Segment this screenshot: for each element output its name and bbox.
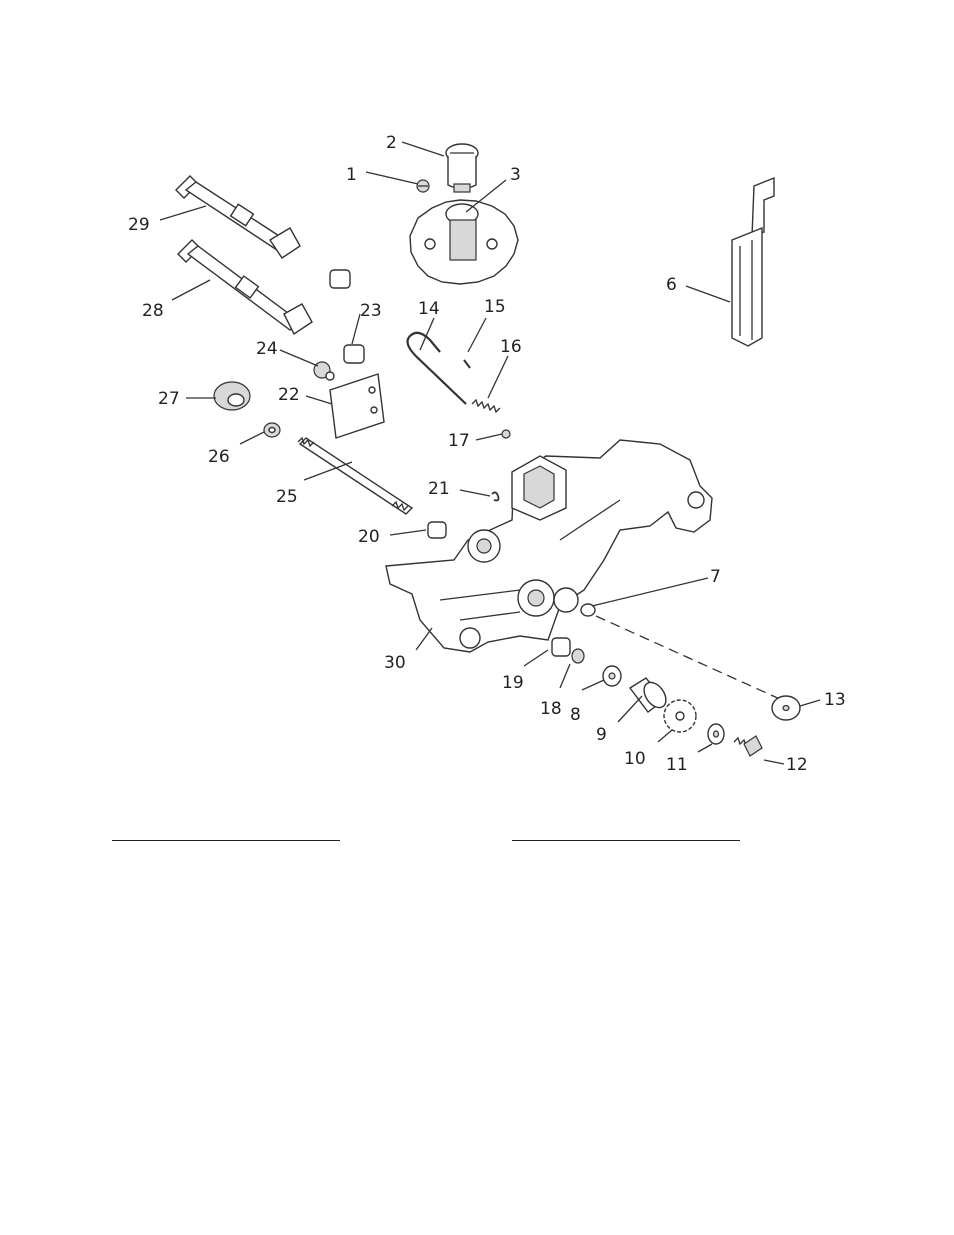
callout-11: 11 (666, 755, 688, 775)
callout-6: 6 (666, 275, 677, 295)
callout-2: 2 (386, 133, 397, 153)
part-18-bushing (572, 649, 584, 663)
part-30-housing (386, 440, 712, 652)
part-10-sprocket (664, 700, 696, 732)
blank-rule-right (512, 840, 740, 841)
callout-14: 14 (418, 299, 440, 319)
callout-21: 21 (428, 479, 450, 499)
callout-26: 26 (208, 447, 230, 467)
callout-27: 27 (158, 389, 180, 409)
part-14-hook (408, 333, 466, 404)
part-11-washer (708, 724, 724, 744)
part-22-plate (330, 374, 384, 438)
callout-28: 28 (142, 301, 164, 321)
callout-13: 13 (824, 690, 846, 710)
callout-3: 3 (510, 165, 521, 185)
part-2-plug (446, 144, 478, 192)
part-28-bolt (178, 240, 312, 334)
callout-29: 29 (128, 215, 150, 235)
callout-1: 1 (346, 165, 357, 185)
part-3-gear (410, 200, 518, 284)
callout-17: 17 (448, 431, 470, 451)
callout-30: 30 (384, 653, 406, 673)
part-9-spacer (630, 678, 670, 712)
callout-10: 10 (624, 749, 646, 769)
callout-12: 12 (786, 755, 808, 775)
part-24-gear (314, 362, 334, 380)
callout-8: 8 (570, 705, 581, 725)
part-21-clip (492, 492, 499, 500)
callout-18: 18 (540, 699, 562, 719)
part-1-screw (417, 180, 429, 192)
blank-rule-left (112, 840, 340, 841)
callout-24: 24 (256, 339, 278, 359)
callout-16: 16 (500, 337, 522, 357)
part-17-ball (502, 430, 510, 438)
part-27-bevel-gear (214, 382, 250, 410)
part-16-spring (472, 400, 500, 412)
part-12-bolt (734, 736, 762, 756)
callout-15: 15 (484, 297, 506, 317)
part-15-pin (464, 360, 470, 368)
part-8-washer (603, 666, 621, 686)
callout-7: 7 (710, 567, 721, 587)
part-26-washer (264, 423, 280, 437)
part-19-bushing (552, 638, 570, 656)
part-20-bushing (428, 522, 446, 538)
callout-23: 23 (360, 301, 382, 321)
callout-9: 9 (596, 725, 607, 745)
callout-25: 25 (276, 487, 298, 507)
part-13-washer (772, 696, 800, 720)
callout-22: 22 (278, 385, 300, 405)
callout-20: 20 (358, 527, 380, 547)
part-6-bracket (732, 178, 774, 346)
alignment-dashed-line (596, 616, 782, 700)
callout-19: 19 (502, 673, 524, 693)
